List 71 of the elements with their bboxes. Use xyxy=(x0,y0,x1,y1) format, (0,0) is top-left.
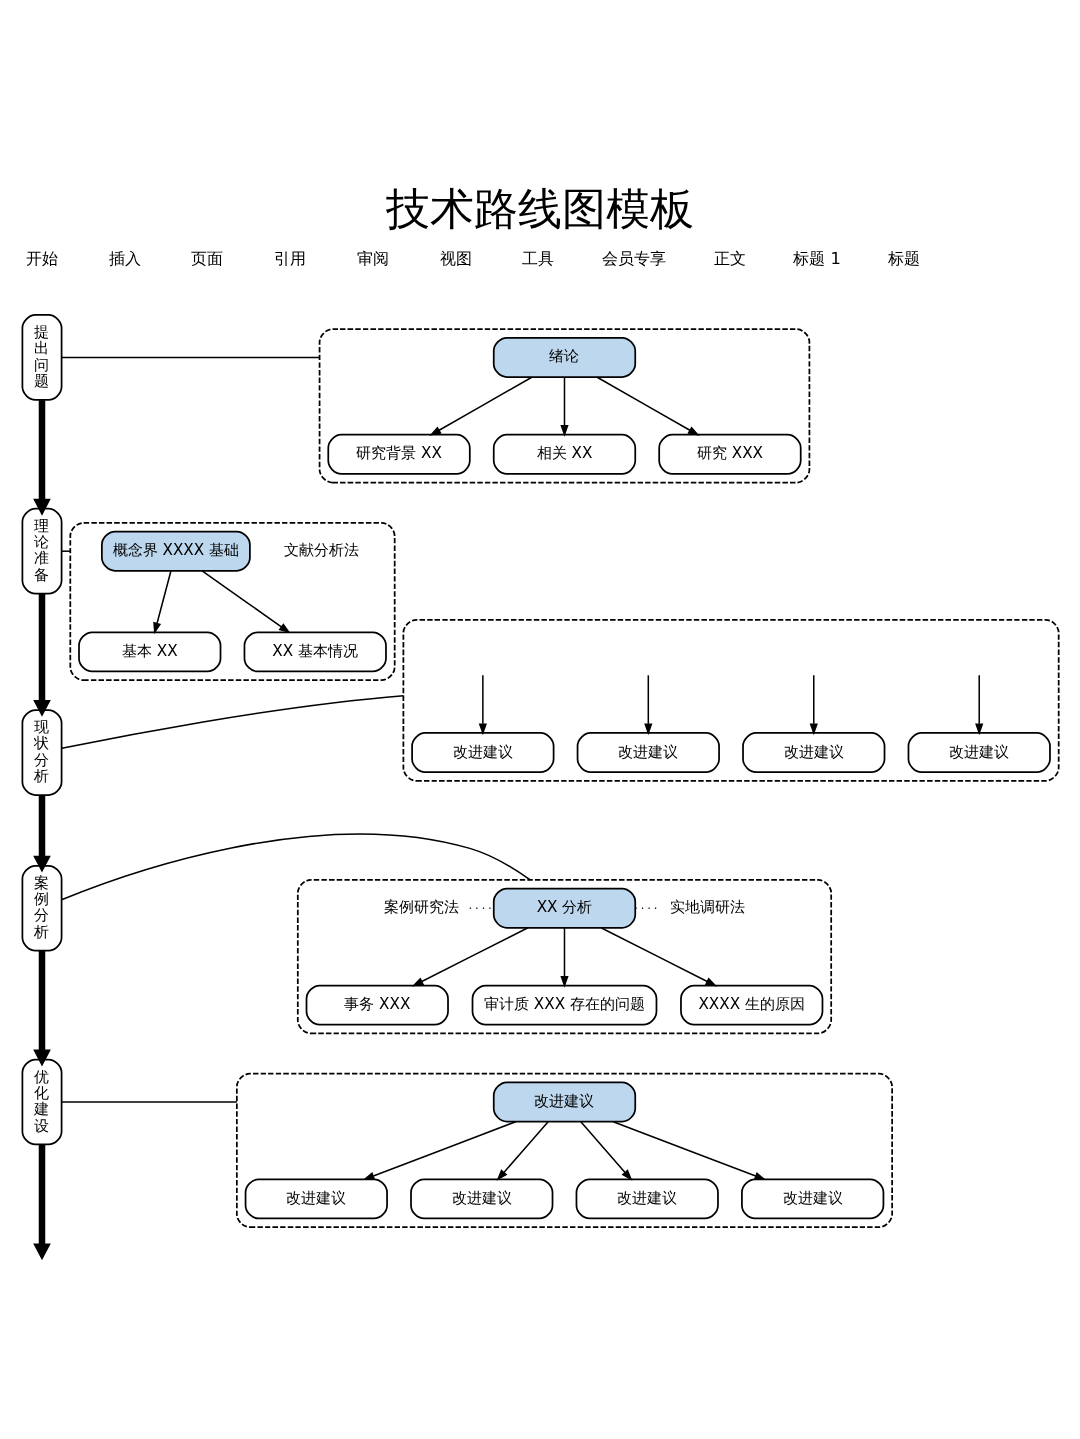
arrow xyxy=(33,1144,51,1260)
connector xyxy=(61,356,321,358)
arrow xyxy=(201,569,291,633)
node-box: 案例分析 xyxy=(21,864,63,952)
node-text: 案例研究法 xyxy=(384,897,460,916)
arrow xyxy=(429,375,533,436)
label: 文献分析法 xyxy=(284,540,360,559)
label: 标题 1 xyxy=(793,248,841,268)
arrow xyxy=(560,375,569,437)
arrow xyxy=(596,375,700,436)
node-box: 改进建议 xyxy=(576,731,720,773)
arrow xyxy=(33,399,51,516)
label: 正文 xyxy=(713,248,746,268)
arrow xyxy=(496,1120,549,1181)
connector xyxy=(61,549,72,552)
cluster xyxy=(69,521,396,681)
node-box: 事务 XXX xyxy=(305,984,449,1026)
node-box: 改进建议 xyxy=(244,1177,388,1219)
arrow xyxy=(600,926,718,987)
cluster xyxy=(402,618,1060,782)
node-box: 概念界 XXXX 基础 xyxy=(101,530,251,572)
cluster xyxy=(318,327,811,483)
arrow xyxy=(33,794,51,873)
node-text: 实地调研法 xyxy=(669,897,745,916)
connector xyxy=(60,832,531,901)
node-box: 改进建议 xyxy=(411,731,555,773)
node-box: 研究 XXX xyxy=(658,433,802,475)
node-box: 基本 XX xyxy=(78,630,222,672)
node-box: 研究背景 XX xyxy=(327,433,471,475)
node-box: 改进建议 xyxy=(575,1177,719,1219)
label: 页面 xyxy=(191,248,224,268)
arrow xyxy=(560,926,569,988)
node-box: 现状分析 xyxy=(21,708,63,796)
arrow xyxy=(411,926,529,987)
arrow xyxy=(362,1120,517,1180)
label: 审阅 xyxy=(356,248,389,268)
arrow xyxy=(478,674,487,735)
node-box: 理论准备 xyxy=(21,507,63,594)
node-box: 改进建议 xyxy=(410,1177,554,1219)
arrow xyxy=(153,569,172,634)
label: 标题 xyxy=(888,248,921,268)
node-box: 改进建议 xyxy=(492,1081,637,1122)
connector xyxy=(61,1100,238,1103)
label: 引用 xyxy=(274,248,307,268)
node-box: 提出问题 xyxy=(21,313,63,401)
node-box: 审计质 XXX 存在的问题 xyxy=(471,984,658,1026)
label: 会员专享 xyxy=(602,248,667,268)
label: 工具 xyxy=(522,248,555,268)
arrow xyxy=(644,674,653,735)
node-box: 相关 XX xyxy=(492,433,637,475)
label: 视图 xyxy=(439,248,472,268)
label: 开始 xyxy=(26,248,58,268)
cluster xyxy=(235,1072,893,1228)
node-box: 改进建议 xyxy=(741,1177,885,1219)
arrow xyxy=(33,593,51,717)
arrow xyxy=(975,674,984,735)
diagram-title: 技术路线图模板 xyxy=(386,183,694,234)
arrow xyxy=(612,1120,767,1180)
cluster xyxy=(296,878,833,1034)
node-box: 绪论 xyxy=(492,336,637,378)
node-box: XXXX 生的原因 xyxy=(680,984,824,1026)
label: 插入 xyxy=(108,248,141,268)
node-box: XX 基本情况 xyxy=(243,630,387,672)
node-box: 改进建议 xyxy=(907,731,1051,773)
arrow xyxy=(33,950,51,1066)
arrow xyxy=(809,674,818,735)
node-box: 优化建设 xyxy=(21,1058,63,1145)
node-box: XX 分析 xyxy=(492,887,637,929)
node-box: 改进建议 xyxy=(742,731,886,773)
arrow xyxy=(580,1120,633,1181)
connector xyxy=(61,694,405,749)
